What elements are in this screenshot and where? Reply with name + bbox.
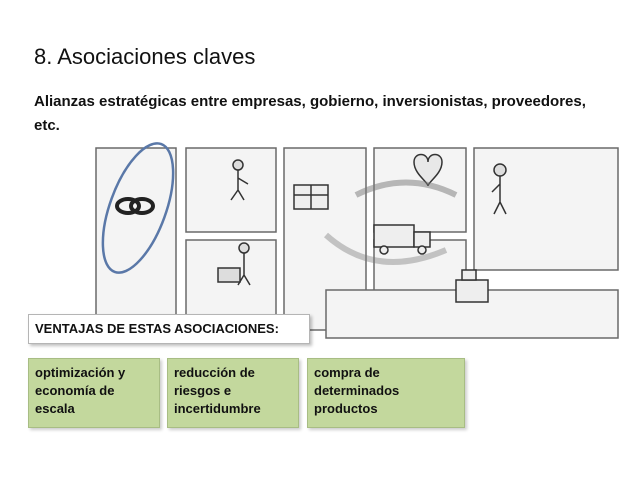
- canvas-block-relationships: [373, 147, 467, 233]
- highlight-ring: [101, 142, 175, 274]
- truck-icon: [373, 224, 431, 255]
- canvas-block-customers: [473, 147, 619, 271]
- advantages-header: VENTAJAS DE ESTAS ASOCIACIONES:: [28, 314, 310, 344]
- gift-icon: [293, 184, 329, 210]
- canvas-block-revenue: [325, 289, 619, 339]
- person-icon: [491, 163, 507, 215]
- cash-register-icon: [455, 269, 489, 303]
- advantage-box-2: reducción de riesgos e incertidumbre: [167, 358, 299, 428]
- advantage-box-3: compra de determinados productos: [307, 358, 465, 428]
- canvas-block-partners: [95, 147, 177, 331]
- business-model-canvas-sketch: [95, 142, 619, 339]
- slide-title: 8. Asociaciones claves: [34, 44, 256, 69]
- advantage-box-1: optimización y economía de escala: [28, 358, 160, 428]
- slide-subtitle: Alianzas estratégicas entre empresas, go…: [34, 93, 586, 134]
- rings-icon: [115, 197, 155, 215]
- canvas-block-activities: [185, 147, 277, 233]
- advantages-header-text: VENTAJAS DE ESTAS ASOCIACIONES:: [35, 321, 279, 336]
- worker-icon: [217, 159, 251, 286]
